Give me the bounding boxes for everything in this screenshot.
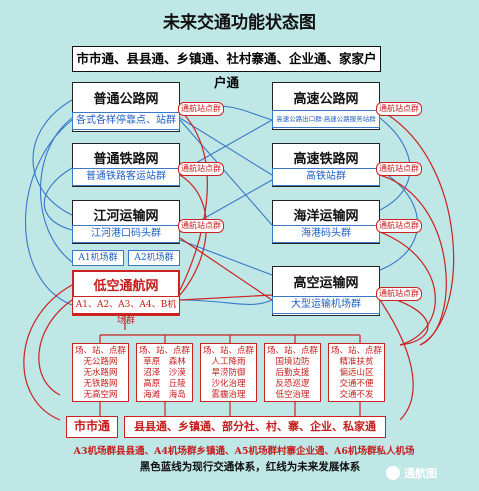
- category-line: 交通不便: [339, 379, 374, 389]
- category-line: 草原 森林: [143, 357, 186, 367]
- category-line: 场、站、点群: [330, 346, 382, 356]
- category-line: 高原 丘陵: [143, 379, 186, 389]
- category-line: 交通不发: [339, 390, 374, 400]
- category-line: 场、站、点群: [138, 346, 190, 356]
- category-line: 场、站、点群: [74, 346, 126, 356]
- category-line: 海滩 海岛: [143, 390, 186, 400]
- footnote: A3机场群县县通、A4机场群乡镇通、A5机场群村寨企业通、A6机场群私人机场: [73, 446, 415, 457]
- category-box-3: 场、站、点群 人工降雨 旱涝防御 沙化治理 雾霾治理: [200, 343, 257, 402]
- a1-airport-group: A1机场群: [72, 250, 124, 266]
- sea-network-tag: 通航站点群: [376, 219, 422, 233]
- hsr-network-tag: 通航站点群: [376, 162, 422, 176]
- high-altitude-sub: 大型运输机场群: [272, 296, 380, 314]
- top-bar: 市市通、县县通、乡镇通、社村寨通、企业通、家家户户通: [72, 46, 381, 90]
- category-line: 无铁路网: [83, 379, 118, 389]
- a2-airport-group: A2机场群: [128, 250, 180, 266]
- sea-network-title: 海洋运输网: [293, 209, 359, 224]
- category-line: 沼泽 沙漠: [143, 368, 186, 378]
- category-line: 场、站、点群: [202, 346, 254, 356]
- category-line: 偏远山区: [339, 368, 374, 378]
- rail-network-tag: 通航站点群: [178, 162, 224, 176]
- category-line: 沙化治理: [211, 379, 246, 389]
- category-line: 旱涝防御: [211, 368, 246, 378]
- hsr-network-sub: 高铁站群: [272, 168, 380, 186]
- watermark-text: 通航图: [404, 467, 437, 480]
- river-network-tag: 通航站点群: [178, 219, 224, 233]
- low-altitude-title: 低空通航网: [93, 279, 159, 294]
- road-network-tag: 通航站点群: [178, 102, 224, 116]
- category-line: 无高空网: [83, 390, 118, 400]
- rail-network-sub: 普通铁路客运站群: [72, 168, 180, 186]
- watermark: 通航图: [386, 462, 437, 484]
- category-line: 场、站、点群: [266, 346, 318, 356]
- category-box-4: 场、站、点群 国境边防 后勤支援 反恐巡逻 低空治理: [264, 343, 321, 402]
- category-box-5: 场、站、点群 精准扶贫 偏远山区 交通不便 交通不发: [328, 343, 385, 402]
- highway-network-sub: 高速公路出口群·高速公路服务站群: [272, 110, 380, 128]
- sea-network-sub: 海港码头群: [272, 225, 380, 243]
- low-altitude-sub: A1、A2、A3、A4、B机场群: [72, 296, 180, 326]
- category-line: 雾霾治理: [211, 390, 246, 400]
- category-line: 后勤支援: [275, 368, 310, 378]
- hsr-network-title: 高速铁路网: [293, 152, 359, 167]
- bottom-city-box: 市市通: [66, 416, 118, 438]
- category-line: 无水路网: [83, 368, 118, 378]
- road-network-sub: 各式各样停靠点、站群: [72, 112, 180, 130]
- category-line: 反恐巡逻: [275, 379, 310, 389]
- bottom-main-box: 县县通、乡镇通、部分社、村、寨、企业、私家通: [124, 416, 386, 438]
- river-network-title: 江河运输网: [93, 209, 159, 224]
- category-line: 精准扶贫: [339, 357, 374, 367]
- wechat-icon: [386, 466, 400, 480]
- category-line: 低空治理: [275, 390, 310, 400]
- category-line: 国境边防: [275, 357, 310, 367]
- category-line: 无公路网: [83, 357, 118, 367]
- river-network-sub: 江河港口码头群: [72, 225, 180, 243]
- highway-network-title: 高速公路网: [293, 92, 359, 107]
- category-box-2: 场、站、点群 草原 森林 沼泽 沙漠 高原 丘陵 海滩 海岛: [136, 343, 193, 402]
- high-altitude-tag: 通航站点群: [376, 287, 422, 301]
- rail-network-title: 普通铁路网: [93, 152, 159, 167]
- page-title: 未来交通功能状态图: [163, 13, 316, 33]
- category-box-1: 场、站、点群 无公路网 无水路网 无铁路网 无高空网: [72, 343, 129, 402]
- highway-network-tag: 通航站点群: [376, 102, 422, 116]
- category-line: 人工降雨: [211, 357, 246, 367]
- high-altitude-title: 高空运输网: [293, 276, 359, 291]
- road-network-title: 普通公路网: [93, 92, 159, 107]
- caption: 黑色蓝线为现行交通体系，红线为未来发展体系: [139, 461, 361, 473]
